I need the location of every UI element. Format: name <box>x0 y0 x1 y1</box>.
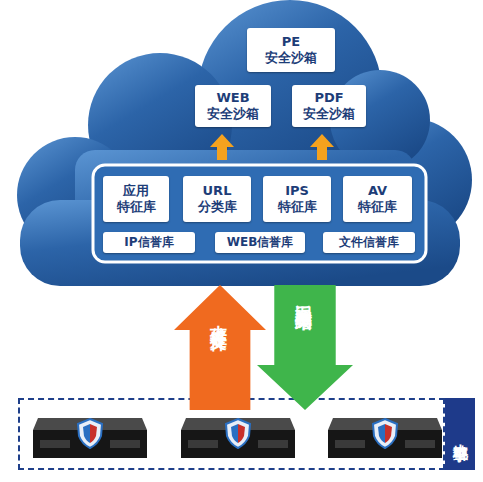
sandbox-box: PE 安全沙箱 <box>247 28 335 72</box>
library-box: AV 特征库 <box>343 176 412 222</box>
appliance-icons <box>33 418 442 458</box>
node-label: PDF 安全沙箱 <box>303 90 355 121</box>
node-label: AV 特征库 <box>358 183 397 214</box>
reputation-box: 文件信誉库 <box>323 232 415 253</box>
library-box: IPS 特征库 <box>263 176 331 222</box>
small-up-arrow <box>310 134 334 160</box>
library-box: URL 分类库 <box>183 176 251 222</box>
arrow-shape <box>257 285 353 410</box>
node-label: 文件信誉库 <box>339 235 399 249</box>
small-up-arrow <box>210 134 234 160</box>
node-label: 返回检测结果 <box>294 291 317 303</box>
node-label: 应用 特征库 <box>117 183 156 214</box>
sandbox-box: PDF 安全沙箱 <box>292 85 366 127</box>
node-label: PE 安全沙箱 <box>265 34 317 65</box>
reputation-box: IP信誉库 <box>103 232 195 253</box>
node-label: 本地引擎 <box>451 432 470 436</box>
reputation-box: WEB信誉库 <box>215 232 305 253</box>
upload-arrow: 上传可疑文件 <box>174 285 266 410</box>
library-container <box>93 165 426 262</box>
cloud-shape <box>17 0 472 286</box>
node-label: IPS 特征库 <box>278 183 317 214</box>
node-label: IP信誉库 <box>124 235 173 249</box>
arrow-body <box>257 285 353 410</box>
library-box: 应用 特征库 <box>103 176 169 222</box>
sandbox-box: WEB 安全沙箱 <box>195 85 271 127</box>
arrow-shape <box>174 285 266 410</box>
engine-label-box: 本地引擎 <box>445 398 475 470</box>
node-label: 上传可疑文件 <box>209 311 232 323</box>
return-arrow: 返回检测结果 <box>257 285 353 410</box>
node-label: WEB信誉库 <box>227 235 294 249</box>
node-label: WEB 安全沙箱 <box>207 90 259 121</box>
arrow-body <box>174 285 266 410</box>
node-label: URL 分类库 <box>198 183 237 214</box>
